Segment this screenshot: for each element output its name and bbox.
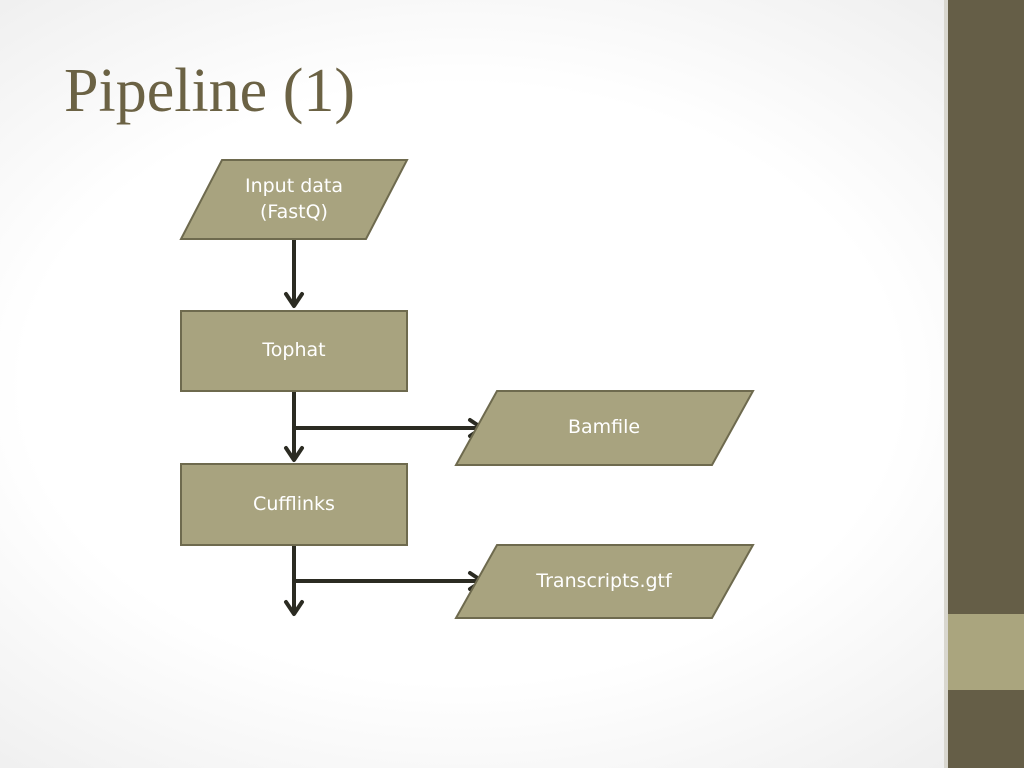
arrowhead-next-step xyxy=(284,600,304,616)
arrowhead-cufflinks xyxy=(284,446,304,462)
sidebar-divider xyxy=(944,0,948,768)
sidebar-accent-block xyxy=(948,614,1024,690)
node-label-input-data: Input data (FastQ) xyxy=(244,175,344,223)
node-cufflinks xyxy=(180,463,408,546)
node-transcripts xyxy=(454,544,755,619)
node-label-transcripts: Transcripts.gtf xyxy=(536,569,672,592)
node-label-bamfile: Bamfile xyxy=(567,416,641,439)
nodes xyxy=(179,159,755,619)
arrowhead-tophat xyxy=(284,292,304,308)
node-bamfile xyxy=(454,390,755,466)
node-tophat xyxy=(180,310,408,392)
connectors xyxy=(284,240,484,616)
node-label-cufflinks: Cufflinks xyxy=(253,492,335,515)
slide-title: Pipeline (1) xyxy=(64,57,355,125)
node-label-tophat: Tophat xyxy=(262,339,326,362)
node-input-data xyxy=(179,159,409,240)
